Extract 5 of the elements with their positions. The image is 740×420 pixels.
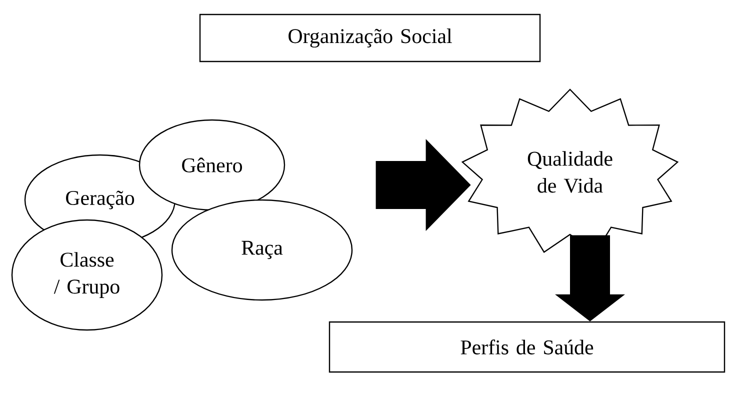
block-arrow — [555, 235, 625, 322]
starburst: Qualidade de Vida — [461, 88, 679, 253]
block-arrow — [376, 139, 471, 231]
result-box: Perfis de Saúde — [328, 321, 726, 373]
title-box: Organização Social — [199, 14, 541, 62]
